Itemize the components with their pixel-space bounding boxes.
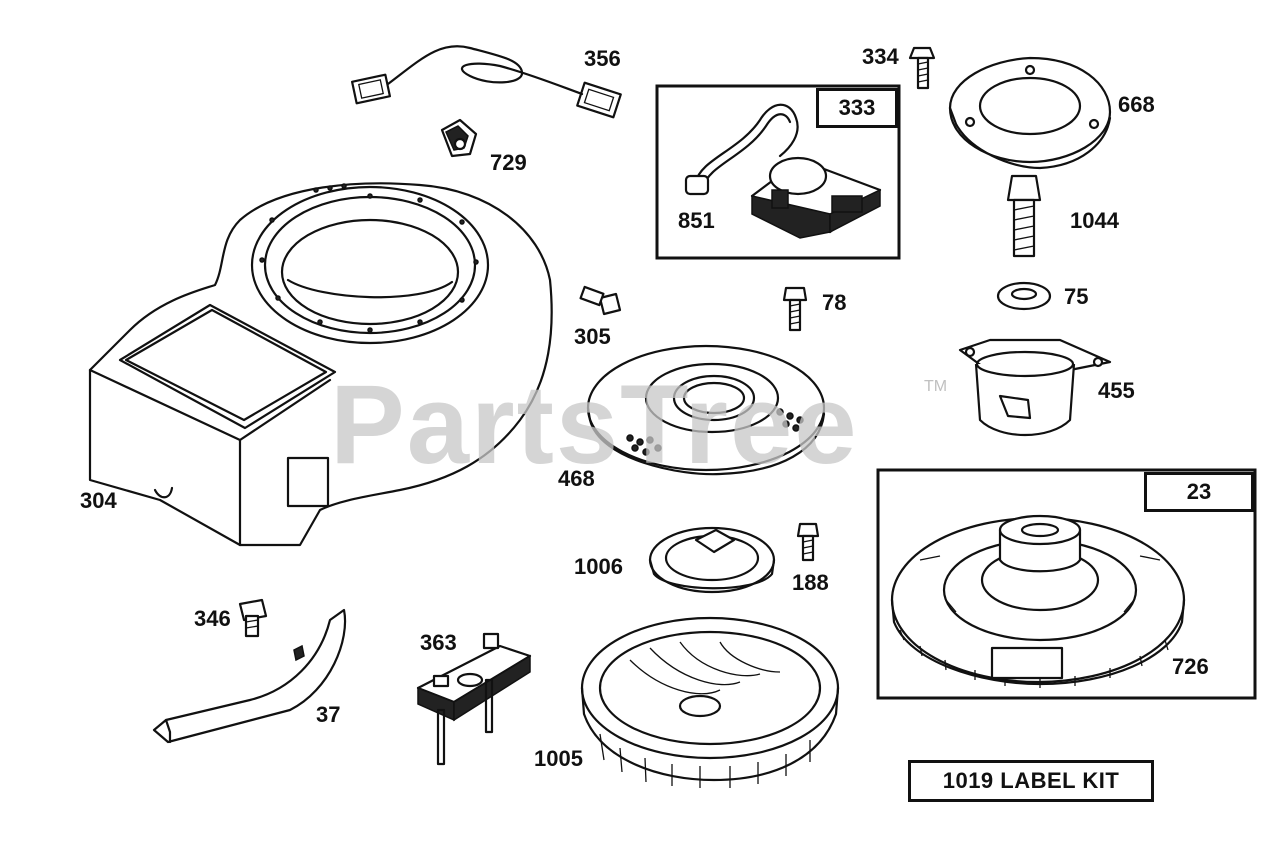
bracket-363[interactable]	[416, 632, 532, 766]
watermark-trademark: TM	[924, 378, 948, 395]
bolt-305[interactable]	[579, 285, 622, 316]
screw-334[interactable]	[908, 46, 936, 90]
callout-851: 851	[678, 208, 715, 233]
callout-37: 37	[316, 702, 341, 727]
callout-305: 305	[574, 324, 611, 349]
starter-ratchet-1006[interactable]	[648, 526, 776, 594]
callout-334: 334	[862, 44, 899, 69]
callout-75: 75	[1064, 284, 1089, 309]
rotating-screen-468[interactable]	[586, 344, 826, 476]
callout-1044: 1044	[1070, 208, 1119, 233]
screw-1044[interactable]	[1006, 174, 1042, 258]
ignition-kit-box-333	[655, 84, 901, 260]
grommet-729[interactable]	[440, 118, 478, 158]
screw-188[interactable]	[796, 522, 820, 562]
callout-346: 346	[194, 606, 231, 631]
callout-23: 23	[1144, 472, 1254, 512]
callout-468: 468	[558, 466, 595, 491]
air-guide-37[interactable]	[152, 608, 347, 744]
screw-346[interactable]	[238, 598, 268, 638]
callout-333: 333	[816, 88, 898, 128]
callout-668: 668	[1118, 92, 1155, 117]
flywheel-kit-box-23	[876, 468, 1257, 700]
ignition-armature-851[interactable]	[684, 103, 882, 239]
bolt-78[interactable]	[782, 286, 808, 332]
blower-housing-304[interactable]	[88, 182, 553, 547]
cover-plate-668[interactable]	[948, 56, 1112, 170]
callout-78: 78	[822, 290, 847, 315]
flywheel-726[interactable]	[890, 514, 1186, 688]
watermark: PartsTree	[330, 362, 859, 487]
washer-75[interactable]	[996, 281, 1052, 311]
label-kit-box: 1019 LABEL KIT	[908, 760, 1154, 802]
callout-1006: 1006	[574, 554, 623, 579]
callout-356: 356	[584, 46, 621, 71]
callout-726: 726	[1172, 654, 1209, 679]
callout-455: 455	[1098, 378, 1135, 403]
starter-cup-455[interactable]	[958, 338, 1112, 436]
callout-729: 729	[490, 150, 527, 175]
blower-fan-1005[interactable]	[580, 616, 840, 788]
callout-188: 188	[792, 570, 829, 595]
wire-harness-356[interactable]	[350, 45, 622, 119]
callout-1005: 1005	[534, 746, 583, 771]
callout-363: 363	[420, 630, 457, 655]
callout-304: 304	[80, 488, 117, 513]
